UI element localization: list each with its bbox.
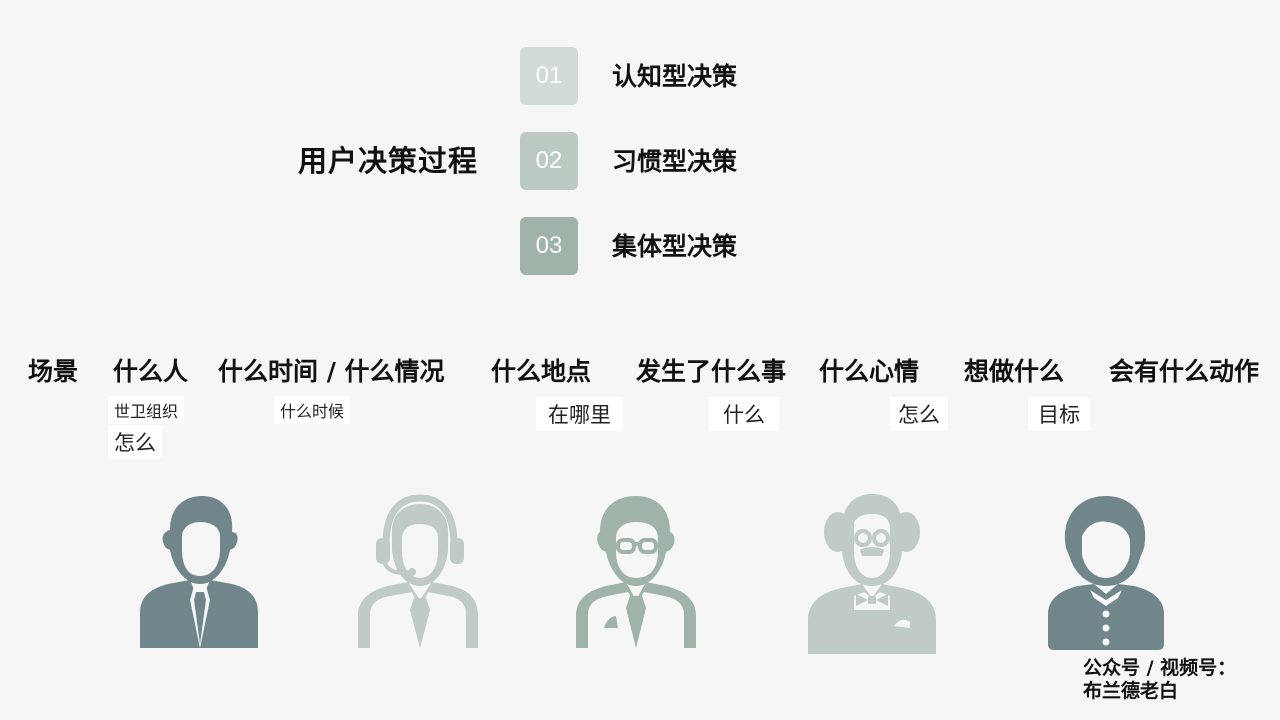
sub-label-goal: 目标 bbox=[1028, 397, 1090, 431]
elderly-man-icon bbox=[802, 488, 942, 658]
step-2-number: 02 bbox=[520, 132, 578, 190]
scene-want: 想做什么 bbox=[964, 357, 1065, 386]
sub-label-where: 在哪里 bbox=[536, 397, 623, 431]
scene-what-happened: 发生了什么事 bbox=[636, 357, 787, 386]
credit-line-1: 公众号 / 视频号： bbox=[1083, 657, 1237, 679]
sub-label-mood: 怎么 bbox=[890, 397, 948, 431]
scene-mood: 什么心情 bbox=[819, 357, 920, 386]
step-1-number: 01 bbox=[520, 47, 578, 105]
sub-label-who: 世卫组织 bbox=[108, 396, 185, 424]
process-title: 用户决策过程 bbox=[298, 144, 479, 178]
step-1-label: 认知型决策 bbox=[612, 62, 738, 91]
credit-line-2: 布兰德老白 bbox=[1083, 680, 1179, 702]
scene-when: 什么时间 / 什么情况 bbox=[218, 357, 445, 386]
scene-action: 会有什么动作 bbox=[1109, 357, 1260, 386]
scene-where: 什么地点 bbox=[491, 357, 592, 386]
businessman-icon bbox=[130, 488, 270, 658]
support-agent-icon bbox=[348, 488, 488, 658]
man-with-glasses-icon bbox=[566, 488, 706, 658]
step-2-label: 习惯型决策 bbox=[612, 147, 738, 176]
step-3-label: 集体型决策 bbox=[612, 232, 738, 261]
sub-label-how: 怎么 bbox=[108, 425, 162, 459]
scene-who: 什么人 bbox=[113, 357, 189, 386]
sub-label-when: 什么时候 bbox=[274, 396, 351, 424]
step-3-number: 03 bbox=[520, 217, 578, 275]
scene-label: 场景 bbox=[28, 357, 79, 386]
credit-text: 公众号 / 视频号： 布兰德老白 bbox=[1083, 657, 1236, 703]
sub-label-what: 什么 bbox=[709, 397, 779, 431]
woman-icon bbox=[1036, 488, 1176, 658]
